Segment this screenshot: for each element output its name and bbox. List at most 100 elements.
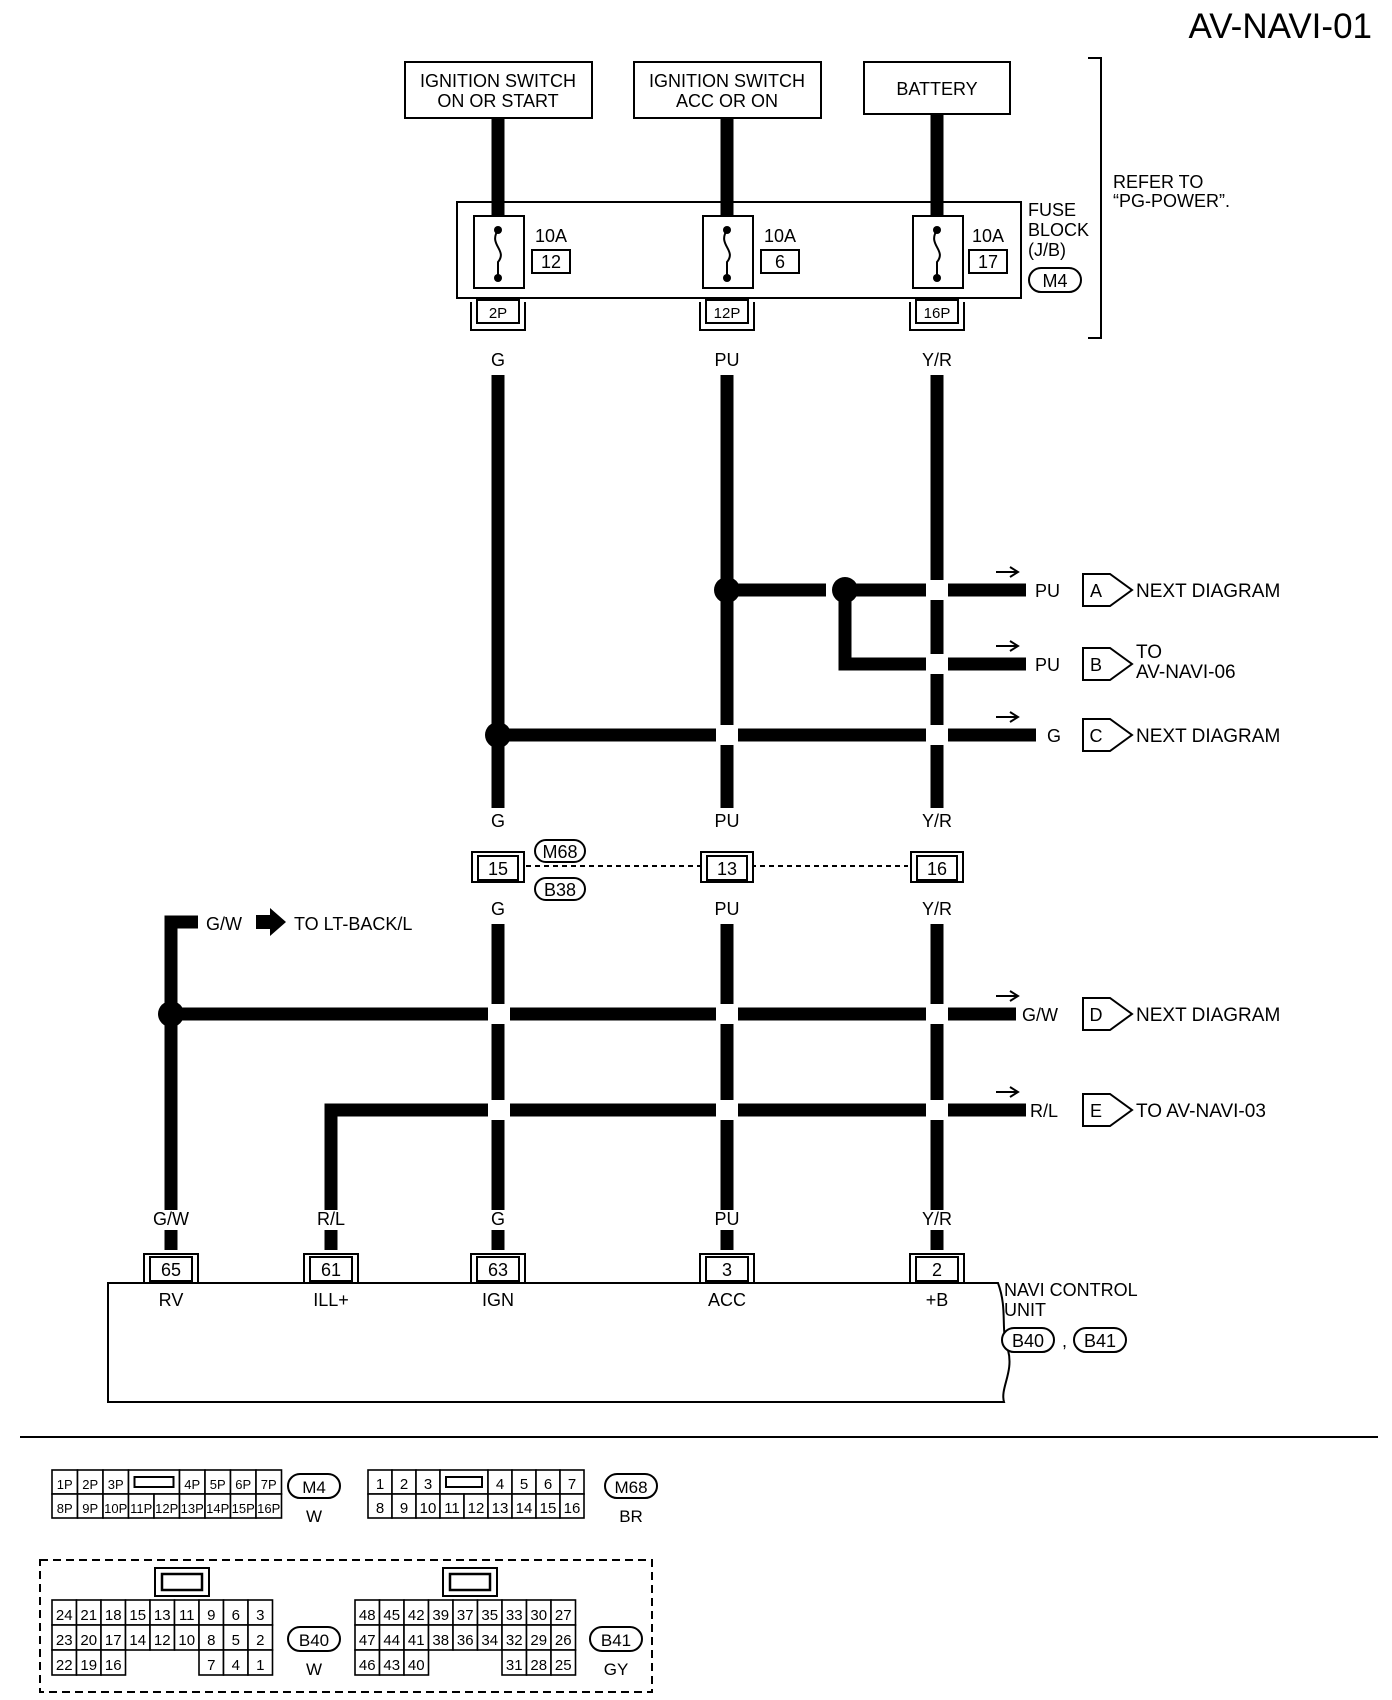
unit-wire-label-5: Y/R bbox=[922, 1209, 952, 1229]
harness-outline bbox=[39, 1559, 653, 1693]
fuse-block-label-2: BLOCK bbox=[1028, 220, 1089, 240]
connector-pin-label: 5P bbox=[210, 1477, 226, 1492]
connector-pin-label: 14 bbox=[129, 1632, 146, 1649]
connector-pin-label: 9 bbox=[207, 1607, 215, 1624]
flag-letter: D bbox=[1090, 1005, 1103, 1025]
branch-text: NEXT DIAGRAM bbox=[1136, 726, 1280, 747]
connector-pin-label: 27 bbox=[555, 1607, 572, 1624]
connector-pin-label: 11P bbox=[130, 1501, 152, 1516]
connector-pin-label: 9 bbox=[400, 1500, 408, 1517]
joint-pin-13: 13 bbox=[700, 851, 754, 883]
unit-pin-acc: 3 ACC bbox=[699, 1253, 755, 1310]
joint-connector-m68: M68 bbox=[534, 839, 586, 863]
refer-to-line2: “PG-POWER”. bbox=[1113, 191, 1230, 211]
fuse-terminal-1: 2P bbox=[470, 299, 526, 331]
joint-wire-top-yr: Y/R bbox=[922, 811, 952, 831]
connector-pin-label: 24 bbox=[56, 1607, 73, 1624]
connector-pin-label: 11 bbox=[179, 1607, 195, 1624]
connector-pin-label: 2 bbox=[256, 1632, 264, 1649]
terminal-label: 16P bbox=[924, 305, 951, 322]
fuse-number: 12 bbox=[541, 252, 561, 272]
connector-pin-label: 15 bbox=[540, 1500, 557, 1517]
fuse-2: 10A 6 bbox=[702, 215, 800, 289]
connector-pin-label: 25 bbox=[555, 1657, 572, 1674]
connector-pin-label: 45 bbox=[383, 1607, 400, 1624]
joint-wire-bottom-g: G bbox=[491, 899, 505, 919]
pin-number: 16 bbox=[927, 859, 947, 879]
wire-label-yr: Y/R bbox=[922, 350, 952, 370]
flag-a: A NEXT DIAGRAM bbox=[1082, 573, 1280, 607]
pin-number: 13 bbox=[717, 859, 737, 879]
pin-number: 65 bbox=[161, 1260, 181, 1280]
branch-text: TO AV-NAVI-03 bbox=[1136, 1101, 1266, 1122]
flag-b: B TO AV-NAVI-06 bbox=[1082, 642, 1236, 683]
connector-id: B38 bbox=[544, 880, 576, 900]
branch-wire-label: R/L bbox=[1030, 1101, 1058, 1121]
connector-pin-label: 14P bbox=[206, 1501, 229, 1516]
connector-pin-label: 34 bbox=[481, 1632, 498, 1649]
connector-id: M68 bbox=[614, 1478, 647, 1497]
branch-b: PU bbox=[838, 590, 1060, 675]
flow-arrows-bottom bbox=[996, 990, 1020, 1098]
connector-pin-label: 7 bbox=[568, 1476, 576, 1493]
connector-pin-label: 37 bbox=[457, 1607, 474, 1624]
flag-letter: C bbox=[1090, 726, 1103, 746]
fuse-rating: 10A bbox=[764, 226, 796, 246]
branch-text: NEXT DIAGRAM bbox=[1136, 581, 1280, 602]
connector-color: GY bbox=[604, 1660, 629, 1679]
joint-wire-bottom-pu: PU bbox=[714, 899, 739, 919]
connector-pin-label: 2 bbox=[400, 1476, 408, 1493]
lt-back-text: TO LT-BACK/L bbox=[294, 914, 412, 934]
fuse-block-label-3: (J/B) bbox=[1028, 240, 1066, 260]
unit-wire-label-1: G/W bbox=[153, 1209, 189, 1229]
fuse-1: 10A 12 bbox=[473, 215, 571, 289]
connector-id: M68 bbox=[542, 842, 577, 862]
connector-pin-label: 39 bbox=[432, 1607, 449, 1624]
connector-pin-label: 19 bbox=[80, 1657, 97, 1674]
connector-id: B40 bbox=[299, 1631, 329, 1650]
connector-color: W bbox=[306, 1507, 322, 1526]
branch-c: G bbox=[485, 722, 1061, 748]
fuse-rating: 10A bbox=[972, 226, 1004, 246]
connector-pin-label: 16 bbox=[564, 1500, 581, 1517]
flag-letter: E bbox=[1090, 1101, 1102, 1121]
connector-pin-label: 6P bbox=[235, 1477, 251, 1492]
fuse-terminal-2: 12P bbox=[699, 299, 755, 331]
connector-color: W bbox=[306, 1660, 322, 1679]
flag-c: C NEXT DIAGRAM bbox=[1082, 718, 1280, 752]
unit-connector-b41: B41 bbox=[1084, 1331, 1116, 1351]
source-ignition-acc-on: IGNITION SWITCH ACC OR ON bbox=[633, 61, 822, 119]
connector-pin-label: 12 bbox=[468, 1500, 485, 1517]
connector-pin-label: 10 bbox=[178, 1632, 195, 1649]
unit-name-line2: UNIT bbox=[1004, 1300, 1046, 1320]
unit-pin-ill: 61 ILL+ bbox=[303, 1253, 359, 1310]
connector-pin-label: 36 bbox=[457, 1632, 474, 1649]
joint-pin-16: 16 bbox=[910, 851, 964, 883]
connector-pin-label: 4P bbox=[184, 1477, 200, 1492]
unit-wire-label-2: R/L bbox=[317, 1209, 345, 1229]
flow-arrows-top bbox=[996, 566, 1020, 723]
connector-pin-label: 7 bbox=[207, 1657, 215, 1674]
source-label-line2: ON OR START bbox=[437, 91, 558, 111]
connector-pin-label: 8 bbox=[376, 1500, 384, 1517]
connector-pin-label: 5 bbox=[520, 1476, 528, 1493]
connector-pin-label: 5 bbox=[232, 1632, 240, 1649]
source-label-line1: IGNITION SWITCH bbox=[649, 71, 805, 91]
connector-pin-label: 1P bbox=[57, 1477, 73, 1492]
branch-text: AV-NAVI-06 bbox=[1136, 662, 1236, 683]
branch-wire-label: G bbox=[1047, 726, 1061, 746]
connector-pin-label: 4 bbox=[232, 1657, 240, 1674]
connector-pin-label: 13P bbox=[181, 1501, 204, 1516]
connector-color: BR bbox=[619, 1507, 643, 1526]
connector-pin-label: 12P bbox=[155, 1501, 178, 1516]
connector-pin-label: 2P bbox=[82, 1477, 98, 1492]
wire-label-pu: PU bbox=[714, 350, 739, 370]
lt-back-wire-label: G/W bbox=[206, 914, 242, 934]
connector-pin-label: 17 bbox=[105, 1632, 122, 1649]
flag-letter: B bbox=[1090, 655, 1102, 675]
source-label-line2: ACC OR ON bbox=[676, 91, 778, 111]
